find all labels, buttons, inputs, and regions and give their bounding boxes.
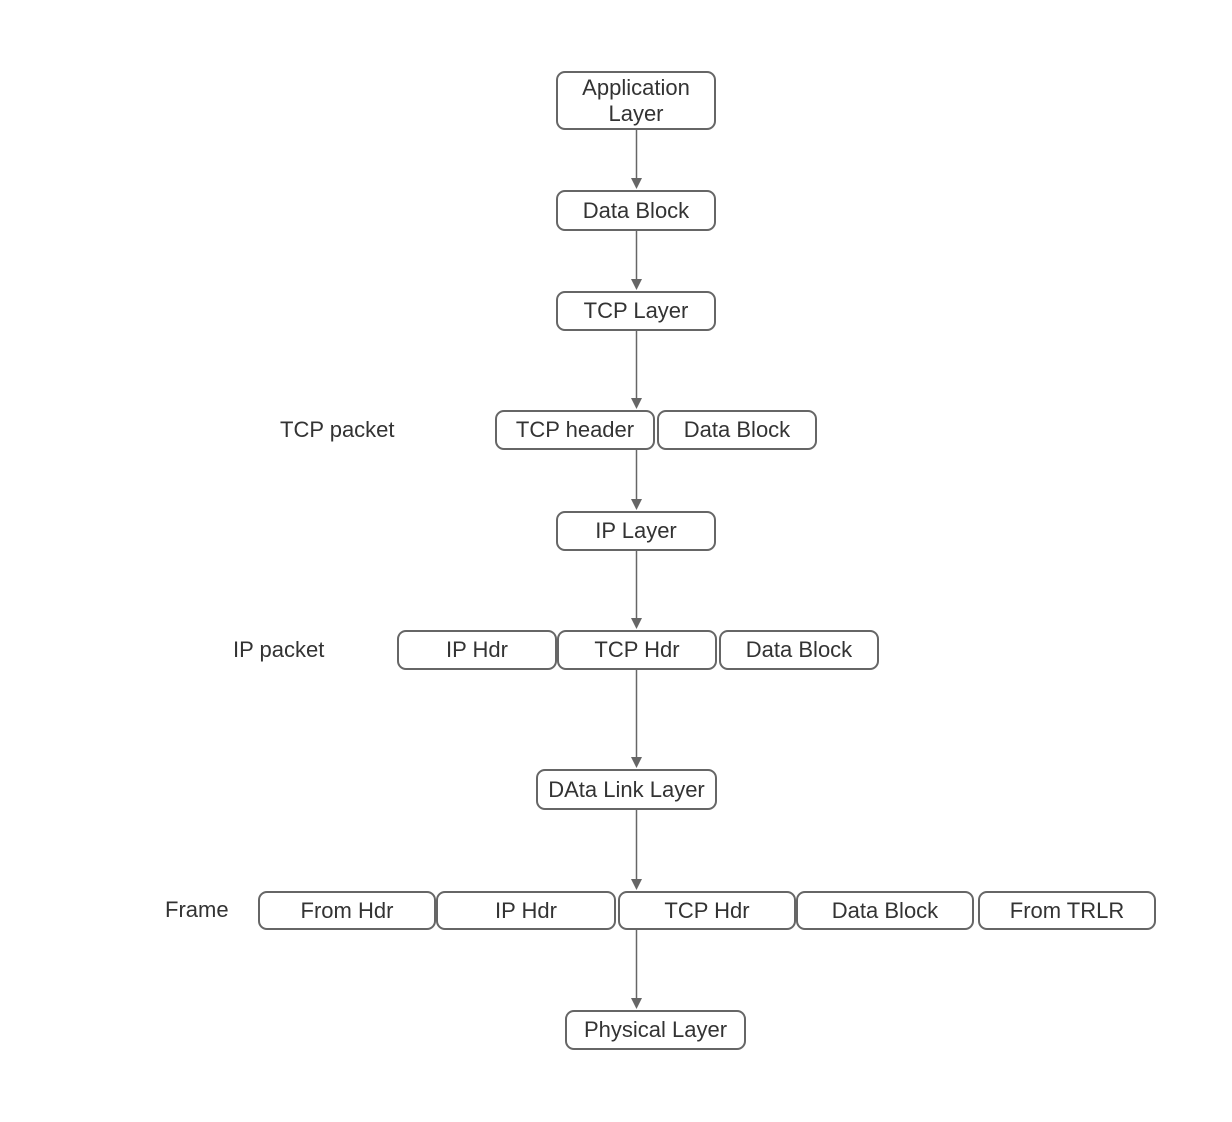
- arrow-app-to-datablock: [631, 130, 642, 189]
- cell-data-block: Data Block: [657, 410, 817, 450]
- label-tcp-packet: TCP packet: [280, 417, 395, 442]
- cell-from-hdr: From Hdr: [258, 891, 436, 930]
- cell-from-trlr: From TRLR: [978, 891, 1156, 930]
- cell-tcp-hdr: TCP Hdr: [618, 891, 796, 930]
- arrow-tcppacket-to-iplayer: [631, 450, 642, 510]
- arrow-tcplayer-to-tcppacket: [631, 331, 642, 409]
- cell-data-block: Data Block: [796, 891, 974, 930]
- arrow-iplayer-to-ippacket: [631, 551, 642, 629]
- node-physical-layer: Physical Layer: [565, 1010, 746, 1050]
- node-ip-layer: IP Layer: [556, 511, 716, 551]
- arrow-datalink-to-frame: [631, 810, 642, 890]
- label-ip-packet: IP packet: [233, 637, 325, 662]
- arrow-frame-to-physical: [631, 930, 642, 1009]
- label-frame: Frame: [165, 897, 229, 922]
- cell-ip-hdr: IP Hdr: [397, 630, 557, 670]
- arrow-ippacket-to-datalink: [631, 670, 642, 768]
- node-data-block: Data Block: [556, 190, 716, 231]
- arrow-datablock-to-tcplayer: [631, 231, 642, 290]
- cell-tcp-header: TCP header: [495, 410, 655, 450]
- node-data-link-layer: DAta Link Layer: [536, 769, 717, 810]
- cell-data-block: Data Block: [719, 630, 879, 670]
- cell-ip-hdr: IP Hdr: [436, 891, 616, 930]
- node-tcp-layer: TCP Layer: [556, 291, 716, 331]
- cell-tcp-hdr: TCP Hdr: [557, 630, 717, 670]
- node-application-layer: Application Layer: [556, 71, 716, 130]
